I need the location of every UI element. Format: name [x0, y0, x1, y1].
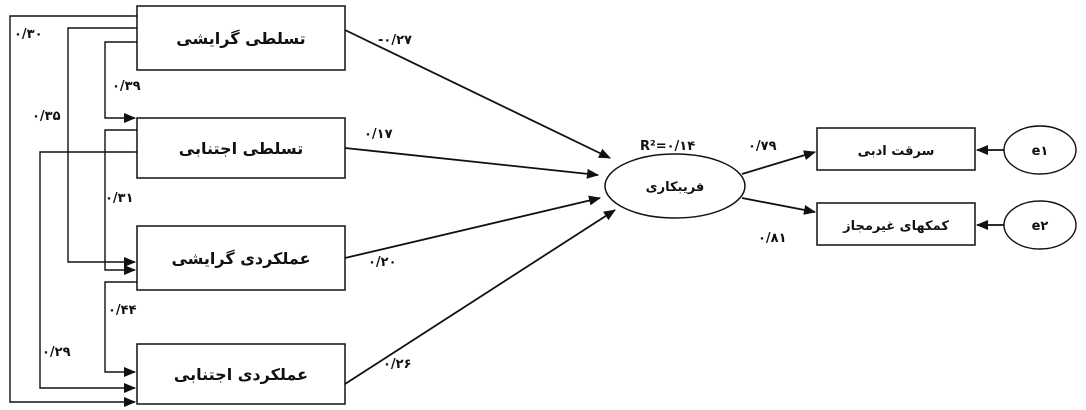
predictor-label-p1: تسلطی گرایشی	[176, 29, 305, 48]
correlation-line-p2-p4	[39, 147, 146, 393]
predictor-label-p4: عملکردی اجتنابی	[174, 365, 308, 384]
path-arrow-mediator-o1	[741, 150, 816, 175]
path-arrow-p4-mediator	[344, 209, 616, 385]
path-arrow-p1-mediator	[344, 29, 611, 159]
path-label-p3: ۰/۲۰	[368, 255, 397, 270]
outcome-label-o1: سرقت ادبی	[858, 144, 935, 159]
path-arrow-p2-mediator	[344, 147, 599, 179]
correlation-label-p2-p3: ۰/۳۱	[105, 191, 134, 206]
path-label-o1: ۰/۷۹	[748, 139, 777, 154]
predictor-box-p3: عملکردی گرایشی	[136, 225, 346, 291]
r-squared-label: R²=۰/۱۴	[640, 139, 695, 154]
path-arrow-p3-mediator	[344, 195, 601, 259]
outcome-box-o1: سرقت ادبی	[816, 127, 976, 171]
outcome-box-o2: کمکهای غیرمجاز	[816, 202, 976, 246]
path-label-p4: ۰/۲۶	[383, 357, 412, 372]
mediator-label: فریبکاری	[646, 180, 705, 195]
predictor-label-p2: تسلطی اجتنابی	[179, 139, 303, 158]
predictor-box-p1: تسلطی گرایشی	[136, 5, 346, 71]
predictor-box-p4: عملکردی اجتنابی	[136, 343, 346, 405]
correlation-line-p1-p2	[104, 37, 146, 123]
correlation-line-p1-p4	[9, 11, 146, 407]
mediator-node: فریبکاری	[604, 153, 746, 219]
correlation-line-p2-p3	[104, 125, 146, 275]
error-label-e2: e۲	[1032, 219, 1049, 234]
path-label-p2: ۰/۱۷	[364, 127, 393, 142]
error-node-e2: e۲	[1003, 200, 1077, 250]
correlation-line-p3-p4	[104, 277, 146, 377]
correlation-label-p1-p2: ۰/۳۹	[112, 79, 141, 94]
predictor-label-p3: عملکردی گرایشی	[171, 249, 310, 268]
error-label-e1: e۱	[1032, 144, 1049, 159]
predictor-box-p2: تسلطی اجتنابی	[136, 117, 346, 179]
error-node-e1: e۱	[1003, 125, 1077, 175]
path-arrow-mediator-o2	[741, 197, 816, 215]
correlation-line-p1-p3	[67, 23, 146, 267]
outcome-label-o2: کمکهای غیرمجاز	[842, 219, 949, 234]
correlation-label-p1-p4: ۰/۳۰	[14, 27, 43, 42]
path-label-o2: ۰/۸۱	[758, 231, 787, 246]
correlation-label-p1-p3: ۰/۳۵	[32, 109, 61, 124]
correlation-label-p2-p4: ۰/۲۹	[42, 345, 71, 360]
correlation-label-p3-p4: ۰/۴۴	[108, 303, 137, 318]
path-label-p1: -۰/۲۷	[378, 33, 412, 48]
